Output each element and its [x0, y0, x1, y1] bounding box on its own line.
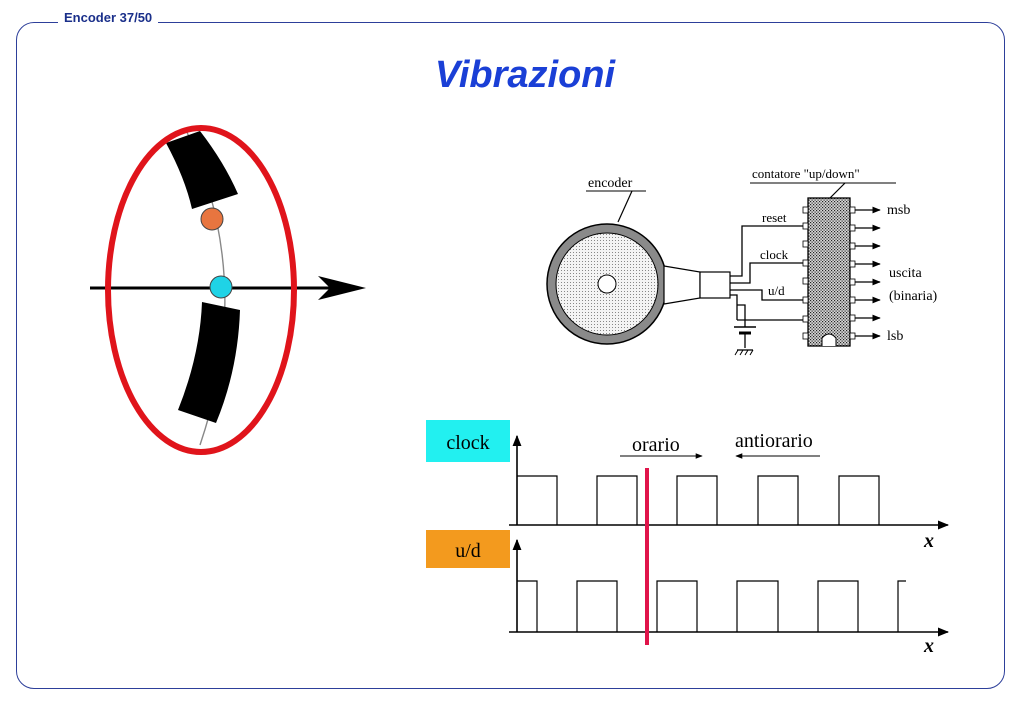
output-label-uscita: uscita — [889, 266, 922, 281]
slide-frame — [16, 22, 1005, 689]
output-label-binaria: (binaria) — [889, 289, 938, 304]
encoder-label: encoder — [588, 176, 633, 191]
ud-waveform — [517, 580, 906, 632]
cyan-dot — [209, 275, 233, 299]
chip-output-pins — [849, 206, 856, 340]
clock-label-box — [426, 420, 510, 462]
orange-dot — [200, 207, 224, 231]
output-label-lsb: lsb — [887, 329, 903, 344]
disk-slot-lower — [178, 302, 240, 423]
counter-label: contatore "up/down" — [752, 166, 860, 181]
slide-title: Vibrazioni — [434, 54, 616, 96]
clock-x-axis-label: x — [923, 530, 934, 552]
output-label-msb: msb — [887, 203, 910, 218]
chip-pins-left — [802, 206, 809, 340]
ud-x-axis-label: x — [923, 635, 934, 657]
input-label-ud: u/d — [768, 283, 785, 298]
input-label-clock: clock — [760, 247, 789, 262]
encoder-circuit: encoder reset clock u/d contatore "up/do… — [546, 166, 938, 356]
timing-diagram: clock u/d orario antiorario x x — [426, 420, 950, 657]
clock-label: clock — [446, 432, 489, 454]
counter-chip — [807, 197, 851, 347]
encoder-cable — [699, 271, 731, 299]
vibration-ellipse — [105, 125, 297, 455]
direction-ccw-label: antiorario — [735, 430, 813, 452]
slide-label: Encoder 37/50 — [58, 10, 159, 25]
encoder-leader — [617, 190, 633, 223]
encoder-shaft — [597, 274, 617, 294]
input-label-reset: reset — [762, 210, 787, 225]
disk-slot-upper — [166, 131, 238, 209]
ud-label-box — [426, 530, 510, 568]
direction-cw-label: orario — [632, 434, 680, 456]
clock-waveform — [517, 475, 880, 525]
axis-arrowhead — [318, 276, 366, 300]
ud-label: u/d — [455, 540, 481, 562]
vibration-illustration — [90, 125, 366, 455]
chip-notch — [821, 333, 837, 346]
counter-leader — [829, 182, 846, 199]
output-arrows — [855, 206, 881, 340]
encoder-connector — [663, 265, 701, 305]
